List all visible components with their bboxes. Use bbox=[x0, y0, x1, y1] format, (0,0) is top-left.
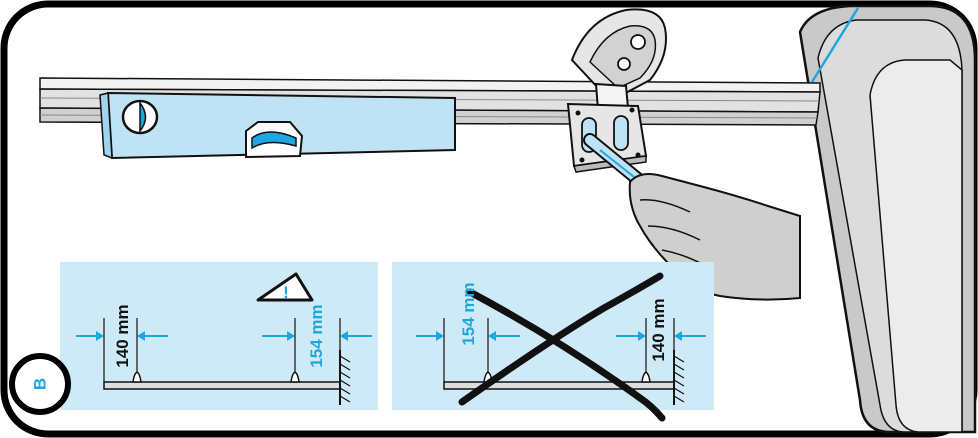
dim-label-wrong-right: 140 mm bbox=[649, 298, 668, 361]
step-badge: B bbox=[9, 353, 71, 415]
spacer-block bbox=[99, 91, 456, 160]
dim-label-correct-right: 154 mm bbox=[307, 304, 326, 367]
correct-panel-drawing bbox=[103, 318, 351, 405]
level-bubble-icon bbox=[121, 99, 159, 135]
dimension-arrows-wrong bbox=[416, 331, 706, 341]
hand-screwdriver-icon bbox=[583, 133, 801, 301]
slider-clip-icon bbox=[245, 121, 304, 159]
dim-label-wrong-left: 154 mm bbox=[459, 282, 478, 345]
step-badge-label: B bbox=[31, 378, 50, 390]
dimension-arrows-correct bbox=[76, 331, 372, 341]
cross-out-icon bbox=[458, 272, 666, 422]
warning-triangle-icon: ! bbox=[256, 272, 314, 302]
warning-glyph: ! bbox=[283, 283, 289, 302]
dim-label-correct-left: 140 mm bbox=[113, 304, 132, 367]
panel-separator bbox=[378, 262, 392, 410]
wrong-panel-drawing bbox=[443, 318, 685, 405]
door-panel bbox=[798, 4, 977, 434]
